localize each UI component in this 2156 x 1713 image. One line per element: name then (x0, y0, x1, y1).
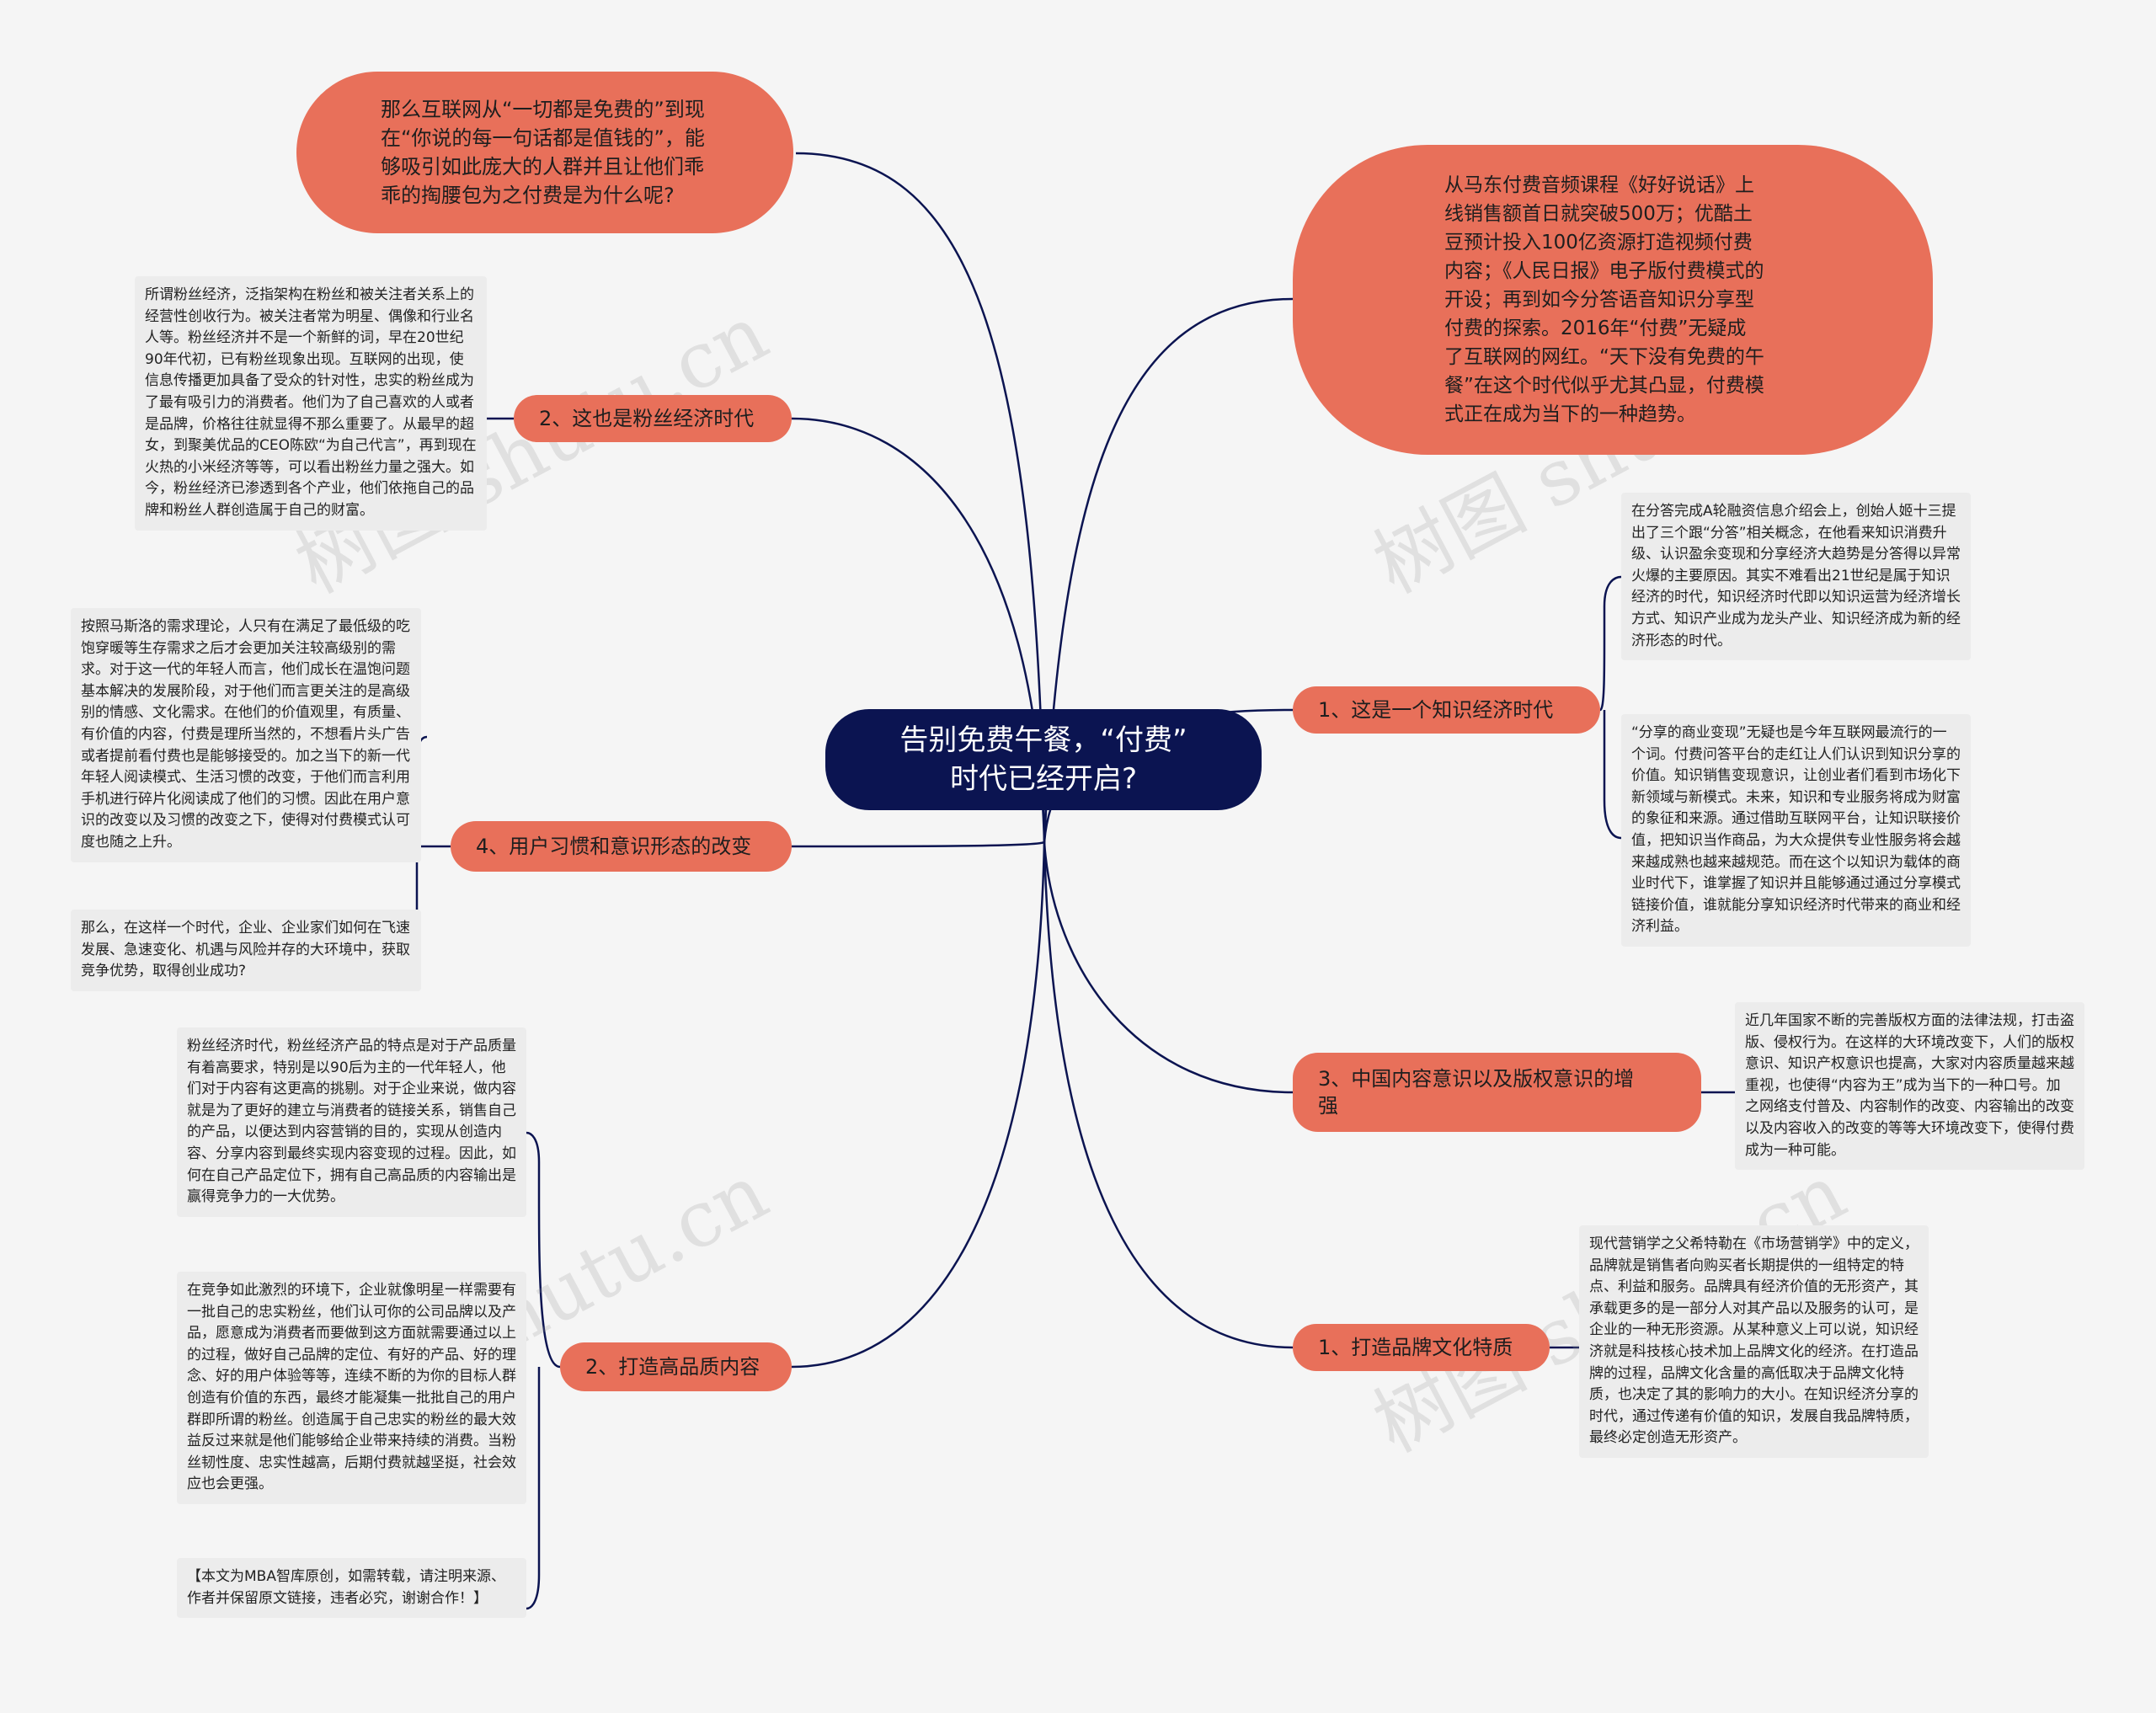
central-topic[interactable]: 告别免费午餐，“付费” 时代已经开启? (825, 709, 1262, 810)
note-sharing: “分享的商业变现”无疑也是今年互联网最流行的一个词。付费问答平台的走红让人们认识… (1621, 714, 1971, 947)
note-law: 近几年国家不断的完善版权方面的法律法规，打击盗版、侵权行为。在这样的大环境改变下… (1735, 1002, 2084, 1171)
branch-user-habits-label: 4、用户习惯和意识形态的改变 (476, 835, 752, 858)
central-topic-line2: 时代已经开启? (949, 762, 1138, 796)
question-text: 那么互联网从“一切都是免费的”到现在“你说的每一句话都是值钱的”，能够吸引如此庞… (381, 98, 705, 207)
branch-quality-content[interactable]: 2、打造高品质内容 (560, 1342, 792, 1391)
central-topic-line1: 告别免费午餐，“付费” (899, 723, 1187, 757)
branch-quality-content-label: 2、打造高品质内容 (585, 1355, 760, 1379)
branch-fan-economy-label: 2、这也是粉丝经济时代 (539, 407, 755, 430)
note-copyright-notice: 【本文为MBA智库原创，如需转载，请注明来源、作者并保留原文链接，违者必究，谢谢… (177, 1558, 526, 1619)
note-fan-products: 粉丝经济时代，粉丝经济产品的特点是对于产品质量有着高要求，特别是以90后为主的一… (177, 1027, 526, 1217)
branch-user-habits[interactable]: 4、用户习惯和意识形态的改变 (451, 821, 792, 872)
note-competition: 在竞争如此激烈的环境下，企业就像明星一样需要有一批自己的忠实粉丝，他们认可你的公… (177, 1272, 526, 1504)
question-bubble[interactable]: 那么互联网从“一切都是免费的”到现在“你说的每一句话都是值钱的”，能够吸引如此庞… (296, 72, 793, 233)
branch-brand-culture-label: 1、打造品牌文化特质 (1318, 1336, 1513, 1359)
intro-text: 从马东付费音频课程《好好说话》上线销售额首日就突破500万；优酷土豆预计投入10… (1444, 174, 1764, 425)
branch-knowledge-economy-label: 1、这是一个知识经济时代 (1318, 698, 1554, 722)
note-kotler: 现代营销学之父希特勒在《市场营销学》中的定义，品牌就是销售者向购买者长期提供的一… (1579, 1225, 1929, 1458)
intro-bubble[interactable]: 从马东付费音频课程《好好说话》上线销售额首日就突破500万；优酷土豆预计投入10… (1293, 145, 1933, 455)
branch-brand-culture[interactable]: 1、打造品牌文化特质 (1293, 1324, 1550, 1371)
note-fenda: 在分答完成A轮融资信息介绍会上，创始人姬十三提出了三个跟“分答”相关概念，在他看… (1621, 493, 1971, 661)
branch-knowledge-economy[interactable]: 1、这是一个知识经济时代 (1293, 686, 1600, 734)
note-fan-economy: 所谓粉丝经济，泛指架构在粉丝和被关注者关系上的经营性创收行为。被关注者常为明星、… (135, 276, 487, 531)
note-maslow: 按照马斯洛的需求理论，人只有在满足了最低级的吃饱穿暖等生存需求之后才会更加关注较… (71, 608, 421, 862)
branch-fan-economy[interactable]: 2、这也是粉丝经济时代 (514, 395, 792, 442)
note-enterprise: 那么，在这样一个时代，企业、企业家们如何在飞速发展、急速变化、机遇与风险并存的大… (71, 910, 421, 991)
branch-copyright[interactable]: 3、中国内容意识以及版权意识的增强 (1293, 1053, 1701, 1132)
branch-copyright-label: 3、中国内容意识以及版权意识的增强 (1318, 1067, 1635, 1118)
